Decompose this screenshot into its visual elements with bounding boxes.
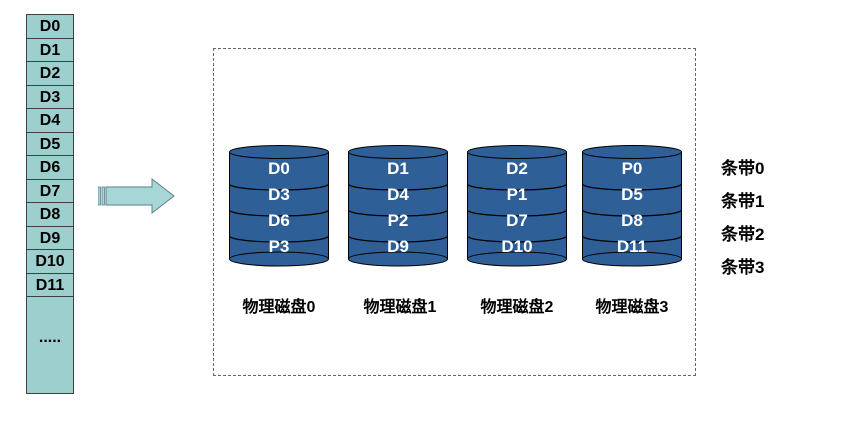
physical-disk-0: D0 D3 D6 P3 [229,145,329,267]
physical-disk-2: D2 P1 D7 D10 [467,145,567,267]
disk-segment: D9 [387,237,409,256]
disk-segment: D2 [506,159,528,178]
data-block-more: ..... [26,296,74,394]
disk-segment: D1 [387,159,409,178]
stripe-label-0: 条带0 [721,159,765,178]
stripe-label-3: 条带3 [721,258,765,277]
data-block: D1 [26,37,74,61]
disk-segment: D3 [268,185,290,204]
data-block: D9 [26,225,74,249]
disk-segment: D10 [501,237,533,256]
data-block: D0 [26,14,74,38]
disk-segment: P3 [268,237,290,256]
disk-label-2: 物理磁盘2 [480,299,554,316]
data-block: D11 [26,272,74,296]
disk-label-3: 物理磁盘3 [595,299,669,316]
disk-segment: D7 [506,211,528,230]
data-block: D2 [26,61,74,85]
disk-segment: P2 [387,211,409,230]
right-arrow-icon [98,178,175,214]
data-block-column: D0 D1 D2 D3 D4 D5 D6 D7 D8 D9 D10 D11 ..… [26,14,74,394]
data-block: D8 [26,202,74,226]
disk-label-1: 物理磁盘1 [363,299,437,316]
disk-segment: D4 [387,185,409,204]
disk-segment: D0 [268,159,290,178]
disk-segment: D5 [621,185,643,204]
data-block: D10 [26,249,74,273]
data-block: D6 [26,155,74,179]
physical-disk-1: D1 D4 P2 D9 [348,145,448,267]
raid-array-frame [213,48,696,376]
disk-cylinder-icon [467,145,567,267]
disk-cylinder-icon [229,145,329,267]
stripe-label-1: 条带1 [721,192,765,211]
data-block: D5 [26,131,74,155]
stripe-label-2: 条带2 [721,225,765,244]
data-block: D7 [26,178,74,202]
disk-cylinder-icon [582,145,682,267]
disk-segment: P0 [621,159,643,178]
disk-cylinder-icon [348,145,448,267]
disk-label-0: 物理磁盘0 [242,299,316,316]
disk-segment: P1 [506,185,528,204]
data-block: D4 [26,108,74,132]
physical-disk-3: P0 D5 D8 D11 [582,145,682,267]
disk-segment: D8 [621,211,643,230]
disk-segment: D6 [268,211,290,230]
disk-segment: D11 [616,237,648,256]
data-block: D3 [26,84,74,108]
